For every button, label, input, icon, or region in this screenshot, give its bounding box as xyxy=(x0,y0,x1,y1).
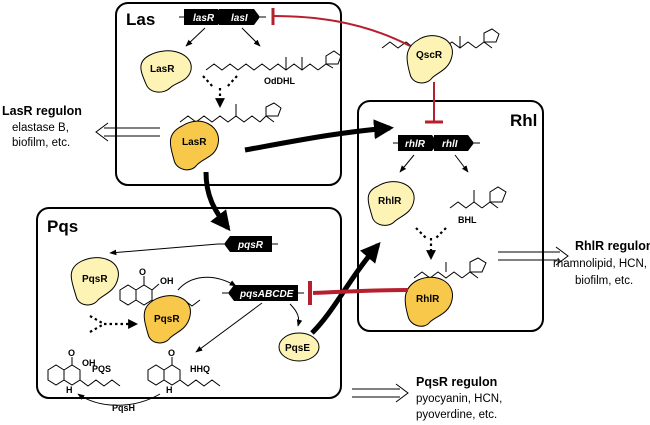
pqsr-protein-free: PqsR xyxy=(70,257,119,306)
rhlr-protein-free: RhlR xyxy=(367,181,415,226)
rhlR-gene-label: rhlR xyxy=(405,139,426,150)
pqs-binding-bottom xyxy=(89,323,105,333)
las-activates-rhl-arrow xyxy=(244,119,394,153)
svg-text:OH: OH xyxy=(160,276,174,286)
rhlr-regulon-line2: biofilm, etc. xyxy=(575,275,633,287)
lasr-oddhl-complex: LasR xyxy=(170,102,282,171)
rhlI-gene-label: rhlI xyxy=(442,139,458,150)
rhl-panel-title: Rhl xyxy=(510,111,537,130)
rhlR-rhlI-gene-cluster: rhlR rhlI xyxy=(393,135,480,151)
oddhl-molecule: OdDHL xyxy=(205,50,342,86)
lasr-regulon-line1: elastase B, xyxy=(12,122,69,134)
svg-text:O: O xyxy=(68,348,75,358)
rhlI-synthesis-arrow xyxy=(454,154,469,173)
svg-text:OH: OH xyxy=(82,358,96,368)
rhlr-bhl-complex: RhlR xyxy=(404,257,487,327)
lasr-regulon-arrow xyxy=(95,122,160,142)
pqs-binding-top xyxy=(89,315,105,325)
pqsR-gene: pqsR xyxy=(218,236,278,252)
lasR-gene-label: lasR xyxy=(193,13,215,24)
pqsR-expression-arrow xyxy=(109,243,219,256)
rhl-binding-right xyxy=(435,227,447,239)
rhlr-regulon-arrow xyxy=(498,246,569,266)
pqsh-conversion-arrow xyxy=(77,393,161,406)
lasI-synthesis-arrow xyxy=(241,27,261,47)
pqsABCDE-gene-label: pqsABCDE xyxy=(239,289,294,300)
hhq-molecule: O H HHQ xyxy=(147,348,221,395)
pqsr-pqs-complex: O OH PqsR xyxy=(119,267,201,344)
pqs-panel-title: Pqs xyxy=(47,217,78,236)
pqse-protein: PqsE xyxy=(278,332,320,362)
pqs-panel xyxy=(36,207,342,399)
las-panel xyxy=(115,2,342,186)
las-panel-title: Las xyxy=(126,10,155,29)
svg-text:H: H xyxy=(166,385,173,395)
lasr-regulon-line2: biofilm, etc. xyxy=(12,137,70,149)
pqsABCDE-operon: pqsABCDE xyxy=(222,285,304,301)
svg-text:H: H xyxy=(66,385,73,395)
pqsr-activates-operon xyxy=(177,276,237,291)
rhl-panel xyxy=(357,100,544,332)
rhlr-regulon-line1: rhamnolipid, HCN, xyxy=(553,258,647,270)
svg-text:O: O xyxy=(139,267,146,277)
pqs-molecule: O OH H PQS xyxy=(47,348,121,395)
pqsR-gene-label: pqsR xyxy=(237,240,264,251)
bhl-molecule: BHL xyxy=(449,186,507,225)
pqsr-regulon-line1: pyocyanin, HCN, xyxy=(416,393,502,405)
lasI-gene-label: lasI xyxy=(231,13,248,24)
svg-text:O: O xyxy=(168,348,175,358)
svg-text:PqsR: PqsR xyxy=(154,314,180,325)
lasr-protein-free: LasR xyxy=(140,50,192,93)
svg-text:LasR: LasR xyxy=(182,137,207,148)
las-activates-pqs-arrow xyxy=(203,171,231,232)
rhlr-regulon-title: RhlR regulon xyxy=(575,239,650,253)
svg-text:RhlR: RhlR xyxy=(416,294,440,305)
rhlr-inhibits-pqs-arrow xyxy=(312,288,409,295)
oddhl-label: OdDHL xyxy=(264,76,295,86)
hhq-label: HHQ xyxy=(190,364,210,374)
bhl-label: BHL xyxy=(458,215,477,225)
operon-produces-pqse xyxy=(289,303,303,327)
rhlR-expression-arrow xyxy=(399,154,415,173)
qscr-inhibits-las xyxy=(272,15,411,47)
pqsr-regulon-title: PqsR regulon xyxy=(416,375,497,389)
pqsr-regulon-line2: pyoverdine, etc. xyxy=(416,409,497,421)
pqsh-label: PqsH xyxy=(112,403,135,413)
rhl-binding-left xyxy=(415,227,427,239)
qscr-complex: QscR xyxy=(381,28,500,84)
svg-text:LasR: LasR xyxy=(150,64,175,75)
lasR-lasI-gene-cluster: lasR lasI xyxy=(179,9,266,25)
svg-text:QscR: QscR xyxy=(416,50,443,61)
operon-produces-hhq xyxy=(195,302,263,353)
pqs-label: PQS xyxy=(92,364,111,374)
svg-text:RhlR: RhlR xyxy=(378,196,402,207)
svg-text:PqsR: PqsR xyxy=(82,274,108,285)
lasr-regulon-title: LasR regulon xyxy=(2,104,82,118)
lasR-expression-arrow xyxy=(185,27,206,47)
svg-text:PqsE: PqsE xyxy=(285,343,310,354)
pqsr-regulon-arrow xyxy=(352,383,409,403)
